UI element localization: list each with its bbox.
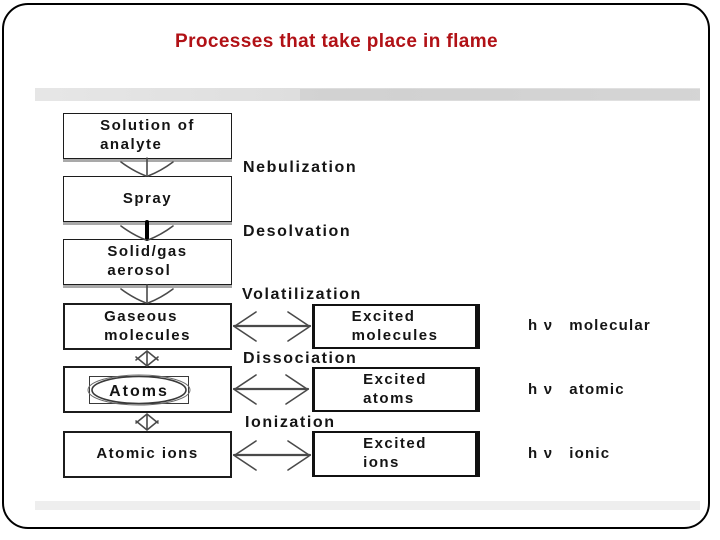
atoms-inner-rectangle: [89, 376, 189, 404]
box-gaseous-molecules: Gaseous molecules: [63, 303, 232, 350]
hv-mode: molecular: [569, 317, 651, 334]
box-atomic-ions: Atomic ions: [63, 431, 232, 478]
label-ionization: Ionization: [245, 414, 336, 431]
hv-symbol: h ν: [528, 381, 554, 398]
label-nebulization: Nebulization: [243, 159, 358, 176]
box-solid-gas-aerosol: Solid/gas aerosol: [63, 239, 232, 285]
label-hv-molecular: h ν molecular: [528, 317, 651, 334]
hv-symbol: h ν: [528, 317, 554, 334]
box-label: Excited ions: [363, 435, 427, 471]
label-desolvation: Desolvation: [243, 223, 352, 240]
hv-mode: atomic: [569, 381, 625, 398]
page-title: Processes that take place in flame: [175, 31, 499, 52]
scan-artifact-band: [35, 501, 700, 510]
box-label: Solid/gas aerosol: [107, 243, 188, 279]
scan-artifact-band: [35, 88, 700, 101]
box-excited-ions: Excited ions: [312, 431, 480, 477]
hv-mode: ionic: [569, 445, 611, 462]
box-label: Excited atoms: [363, 370, 427, 407]
scan-artifact-band: [300, 89, 700, 100]
box-spray: Spray: [63, 176, 232, 222]
box-label: Spray: [122, 189, 173, 207]
box-excited-atoms: Excited atoms: [312, 367, 480, 412]
box-label: Solution of analyte: [100, 117, 195, 153]
label-hv-ionic: h ν ionic: [528, 445, 610, 462]
box-label: Atomic ions: [96, 445, 199, 463]
box-solution-of-analyte: Solution of analyte: [63, 113, 232, 159]
box-excited-molecules: Excited molecules: [312, 304, 480, 349]
label-volatilization: Volatilization: [242, 286, 362, 303]
label-hv-atomic: h ν atomic: [528, 381, 625, 398]
hv-symbol: h ν: [528, 445, 554, 462]
label-dissociation: Dissociation: [243, 350, 358, 367]
box-label: Gaseous molecules: [104, 307, 191, 344]
box-label: Excited molecules: [351, 307, 439, 344]
